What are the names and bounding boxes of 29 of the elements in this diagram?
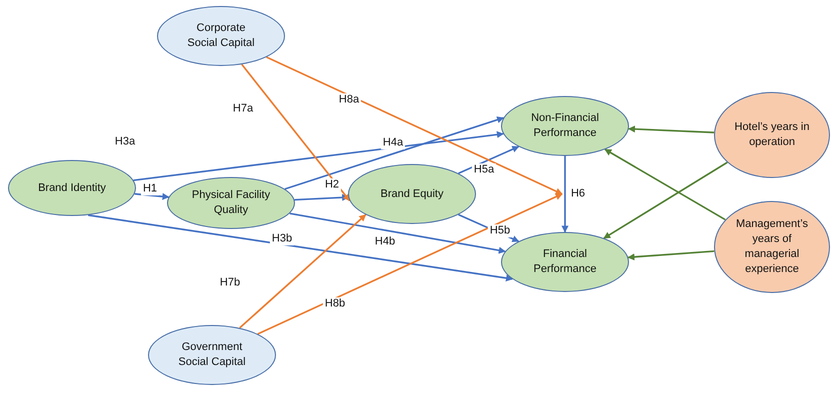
arrow: [134, 193, 170, 200]
edge-label: H3b: [270, 232, 294, 246]
construct-name: Management’s years of managerial experience: [735, 217, 809, 277]
arrow: [458, 146, 520, 174]
edge-label: H5b: [488, 224, 512, 238]
arrow: [562, 156, 568, 233]
arrow: [628, 250, 714, 260]
arrow: [257, 193, 563, 335]
arrow: [628, 126, 714, 134]
construct-name: Brand Identity: [37, 180, 107, 196]
construct-name: Non-Financial Performance: [530, 111, 600, 141]
arrow: [290, 212, 506, 254]
arrow: [266, 56, 563, 195]
edge-label: H1: [140, 182, 160, 196]
construct-name: Corporate Social Capital: [186, 21, 256, 51]
arrow: [241, 64, 350, 202]
edge-label: H2: [322, 178, 342, 192]
arrow: [603, 162, 728, 239]
edge-label: H4a: [380, 136, 406, 150]
construct-name: Physical Facility Quality: [190, 188, 272, 218]
arrow: [133, 131, 504, 182]
construct-name: Hotel’s years in operation: [734, 120, 810, 150]
arrow: [604, 148, 726, 220]
construct-name: Financial Performance: [532, 247, 598, 277]
arrow: [88, 214, 513, 282]
construct-name: Brand Equity: [380, 186, 444, 202]
arrow: [239, 214, 366, 329]
construct-name: Government Social Capital: [177, 340, 247, 370]
arrow: [284, 116, 504, 190]
